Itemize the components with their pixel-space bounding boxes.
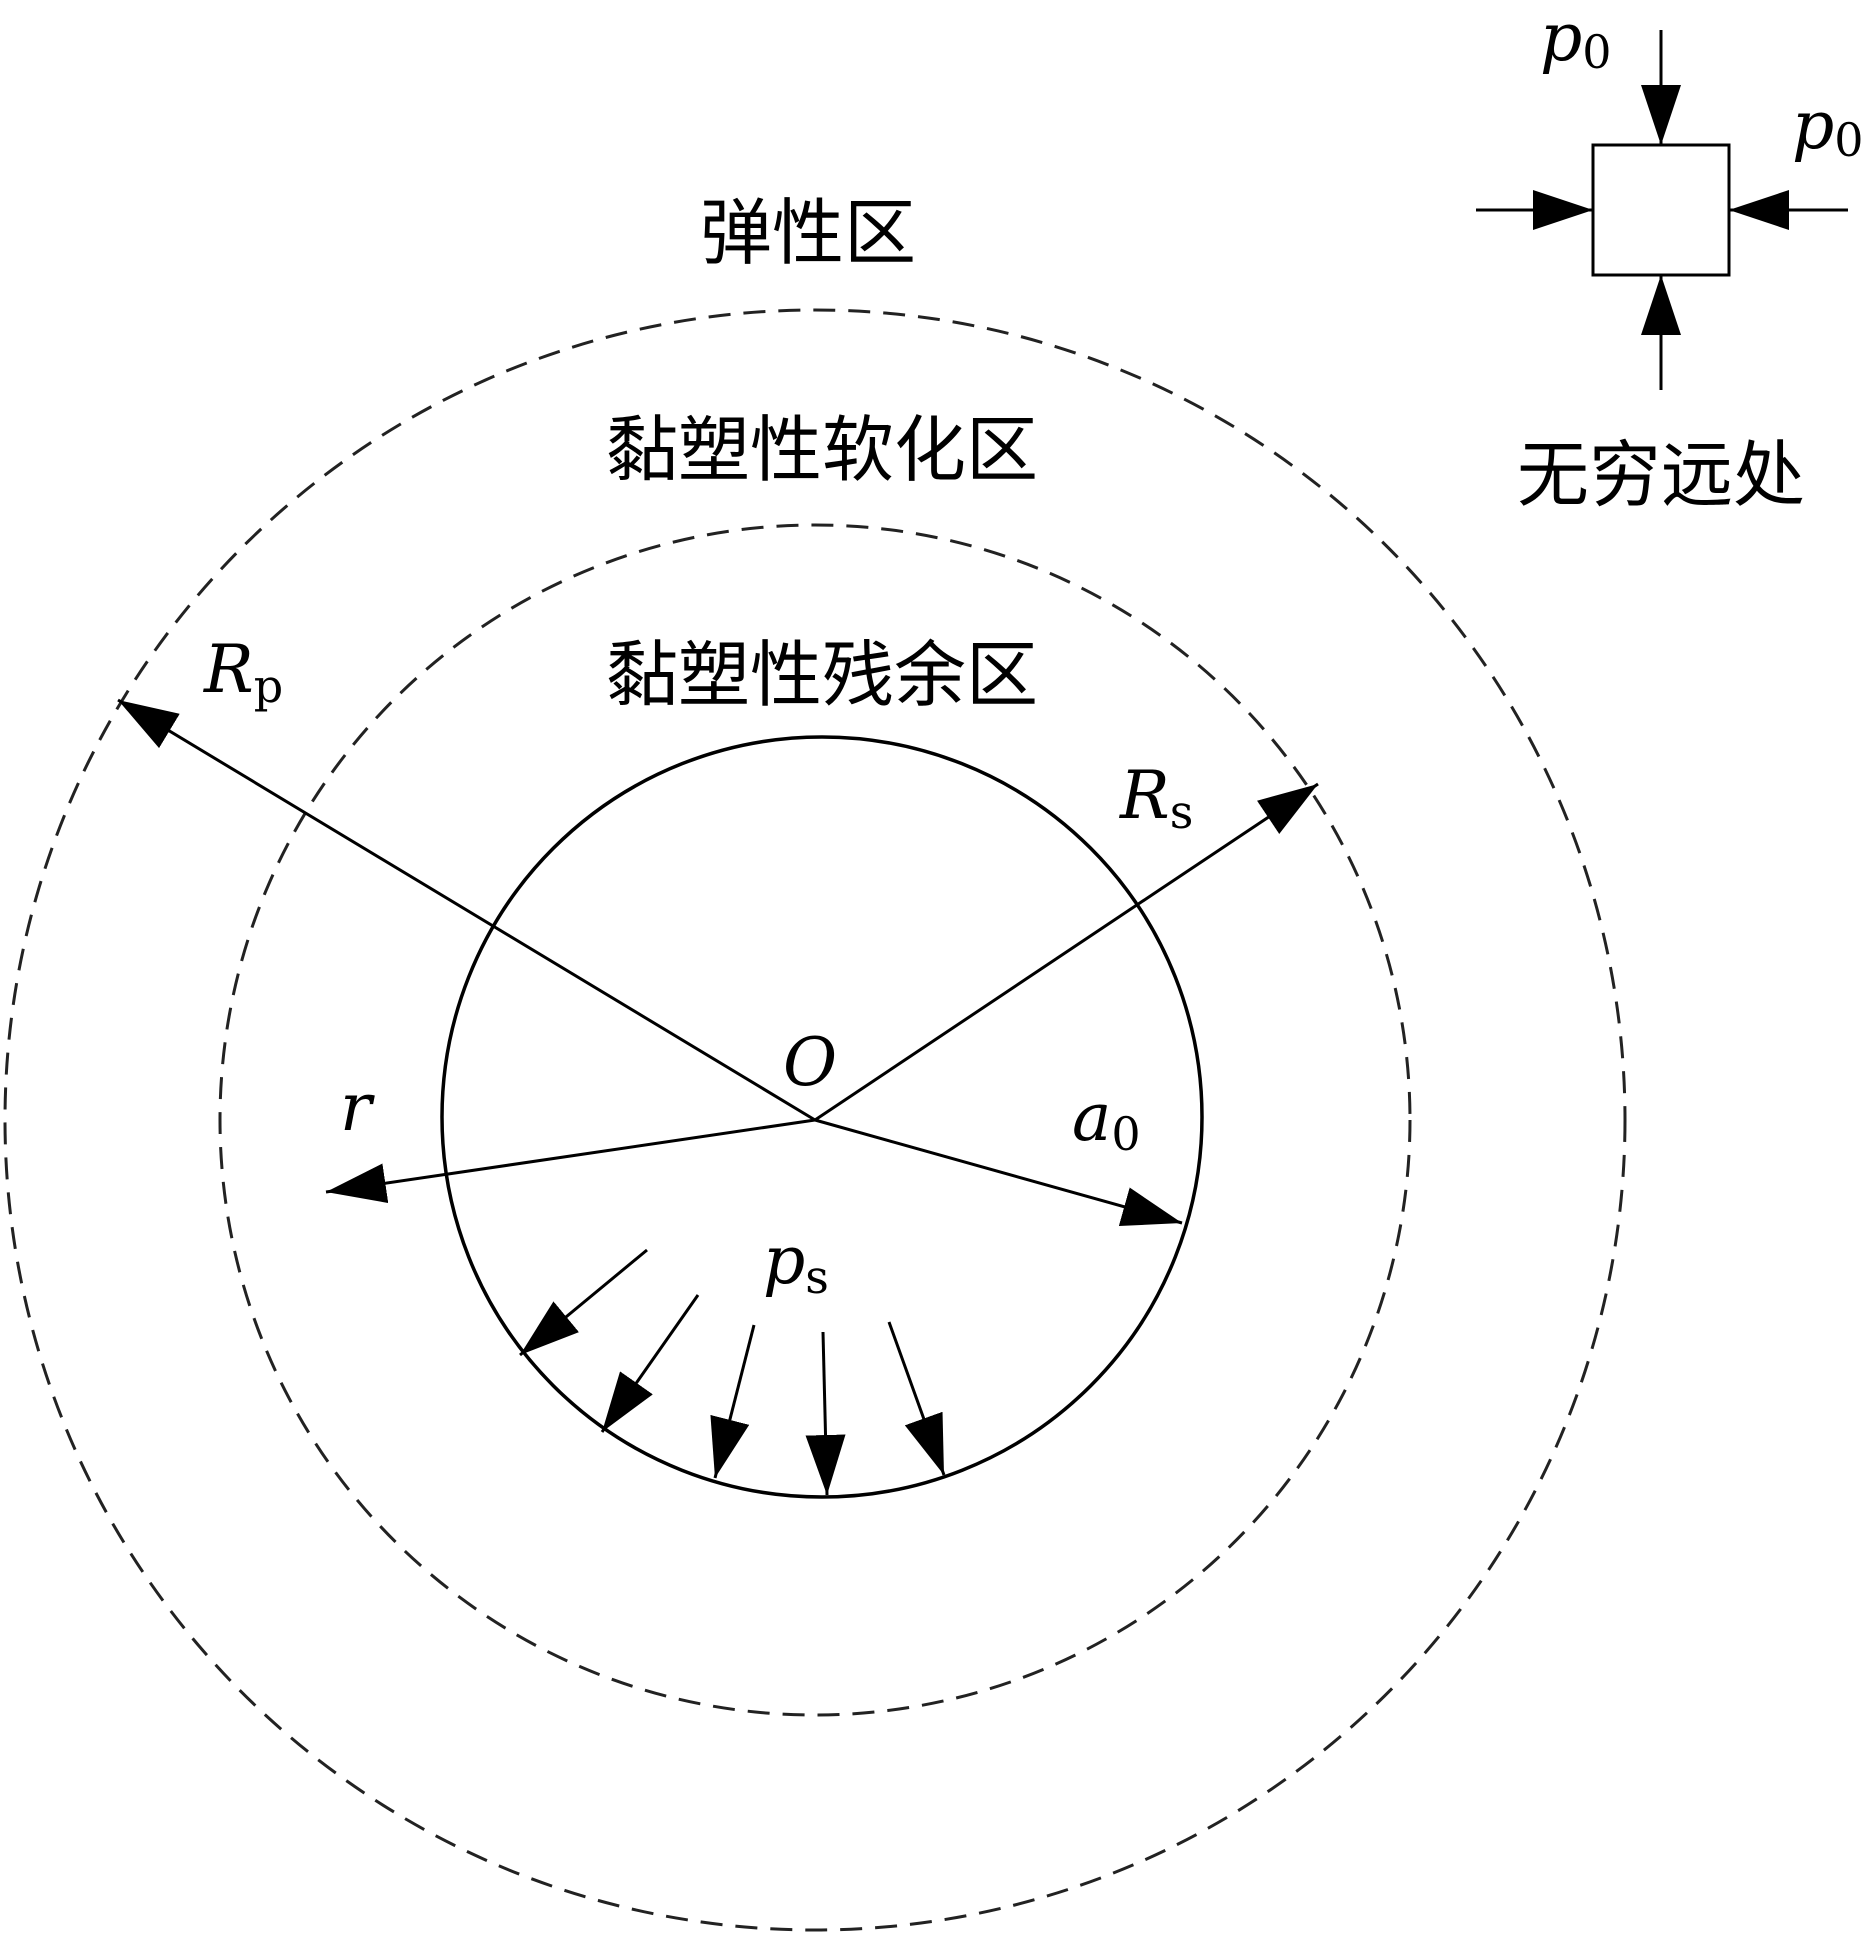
elastic-zone-label: 弹性区 <box>700 191 916 275</box>
ps-pressure-arrow-5 <box>887 1321 946 1476</box>
ps-pressure-arrow-2 <box>600 1294 700 1433</box>
ps-pressure-arrow-1 <box>519 1248 648 1357</box>
p0-right-label: p0 <box>1792 87 1864 167</box>
softening-zone-label: 黏塑性软化区 <box>606 408 1038 492</box>
cavity-wall-circle <box>440 735 1204 1499</box>
rs-radius-arrow <box>814 782 1319 1122</box>
r-label: r <box>340 1069 375 1146</box>
ps-pressure-arrow-4 <box>805 1331 846 1496</box>
far-field-element-square <box>1591 143 1731 277</box>
r-radius-arrow <box>325 1118 816 1204</box>
far-field-caption: 无穷远处 <box>1517 433 1805 517</box>
elastic-boundary-circle <box>3 308 1627 1932</box>
ps-label: ps <box>763 1222 829 1304</box>
ps-pressure-arrow-3 <box>710 1324 756 1479</box>
p0-top-label: p0 <box>1540 0 1612 79</box>
rp-radius-arrow <box>117 698 816 1122</box>
softening-boundary-circle <box>218 523 1412 1717</box>
rp-label: Rp <box>203 631 283 713</box>
origin-label: O <box>783 1024 837 1101</box>
a0-label: a0 <box>1072 1079 1141 1161</box>
residual-zone-label: 黏塑性残余区 <box>606 633 1038 717</box>
rs-label: Rs <box>1119 757 1193 839</box>
a0-radius-arrow <box>814 1118 1183 1227</box>
